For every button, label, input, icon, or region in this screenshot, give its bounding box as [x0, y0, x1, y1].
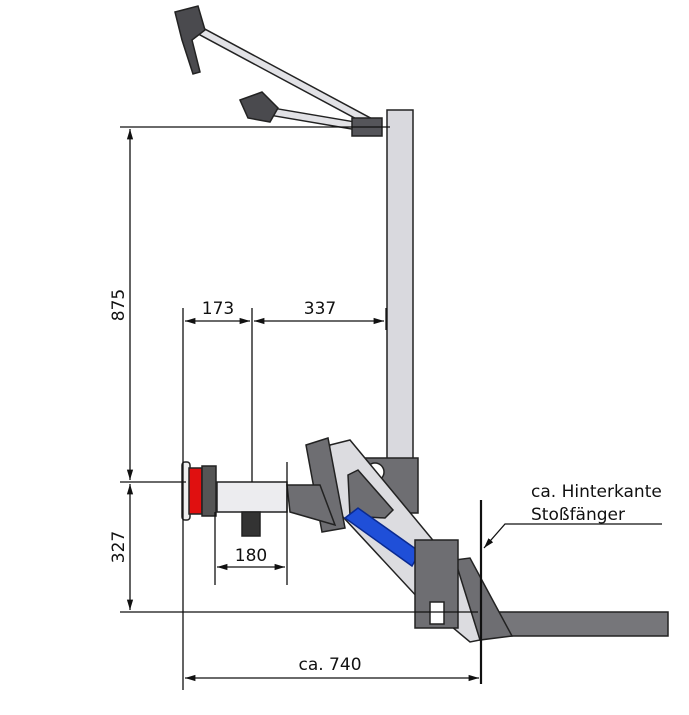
dim-label-173: 173 [202, 299, 234, 319]
vertical-post [386, 109, 414, 511]
horizontal-tube [216, 481, 288, 513]
annotation-line-1: ca. Hinterkante [531, 482, 662, 502]
tail-light [188, 467, 203, 515]
dim-label-740: ca. 740 [298, 655, 361, 675]
extension-lines [120, 126, 483, 690]
dim-label-327: 327 [109, 531, 129, 563]
annotation-line-2: Stoßfänger [531, 505, 625, 525]
bike-arm-lower [238, 91, 383, 137]
rear-support [454, 557, 514, 641]
dim-label-337: 337 [304, 299, 336, 319]
dim-label-875: 875 [109, 289, 129, 321]
gusset-plate [347, 469, 395, 519]
annotation-leader [483, 523, 662, 549]
bottom-beam [477, 611, 669, 637]
bike-arm-upper [174, 5, 373, 126]
dim-label-180: 180 [235, 546, 267, 566]
